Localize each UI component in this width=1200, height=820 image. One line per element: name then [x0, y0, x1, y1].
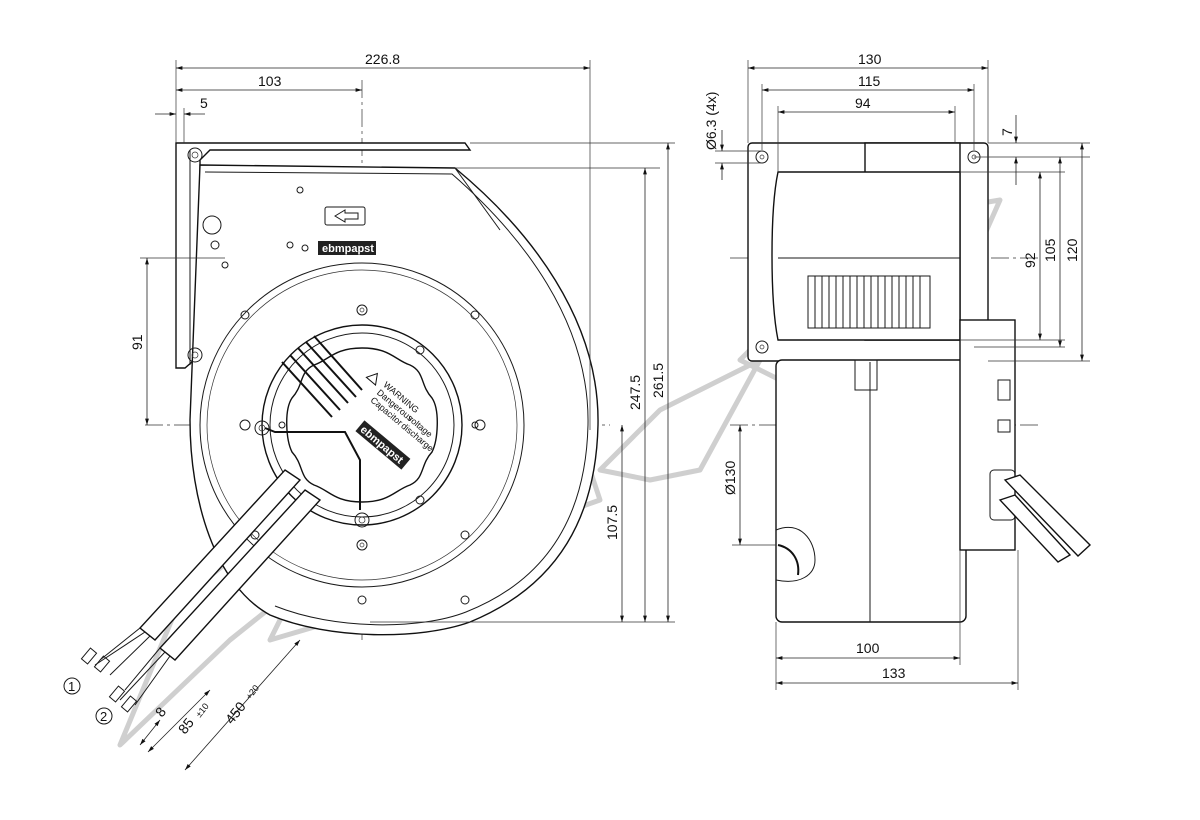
dim-105: 105	[1042, 238, 1058, 262]
arrow-left-icon	[334, 209, 359, 223]
dim-94: 94	[855, 95, 871, 111]
dim-261-5: 261.5	[650, 363, 666, 398]
dim-247-5: 247.5	[627, 375, 643, 410]
dim-115: 115	[858, 73, 881, 89]
dim-91: 91	[129, 334, 145, 350]
motor-body	[775, 359, 967, 623]
mounting-holes	[187, 147, 486, 605]
cooling-fins	[281, 335, 363, 418]
front-view: ebmpapst WARNING Dangerous voltage Capac…	[63, 51, 675, 771]
internal-wire	[264, 427, 361, 510]
side-dimensions: 130 115 94 Ø6.3 (4x) 7 92	[703, 51, 1090, 690]
dim-5: 5	[200, 95, 208, 111]
side-view: 130 115 94 Ø6.3 (4x) 7 92	[703, 51, 1092, 690]
dim-130: 130	[858, 51, 882, 67]
terminal-box	[959, 319, 1016, 551]
dim-7: 7	[999, 128, 1015, 136]
callout-1	[63, 677, 81, 695]
dim-92: 92	[1022, 252, 1038, 268]
cables	[80, 469, 322, 713]
inlet-housing	[771, 171, 961, 341]
callout-2	[95, 707, 113, 725]
dim-107-5: 107.5	[604, 505, 620, 540]
impeller-blades	[807, 275, 931, 329]
side-cables	[998, 474, 1092, 563]
brand-label-top: ebmpapst	[322, 243, 374, 255]
dim-dia-130: Ø130	[722, 461, 738, 495]
svg-text:+20: +20	[244, 683, 261, 701]
dim-133: 133	[882, 665, 906, 681]
svg-text:1: 1	[68, 679, 75, 694]
dim-hole-dia: Ø6.3 (4x)	[703, 92, 719, 150]
rotation-arrow-box	[324, 206, 366, 226]
dim-226-8: 226.8	[365, 51, 400, 67]
svg-text:85: 85	[175, 715, 197, 737]
dim-100: 100	[856, 640, 880, 656]
svg-text:2: 2	[100, 709, 107, 724]
dim-120: 120	[1064, 238, 1080, 262]
dim-103: 103	[258, 73, 282, 89]
front-dimensions: 226.8 103 5 91 107.5 247.5 261.5	[129, 51, 675, 623]
